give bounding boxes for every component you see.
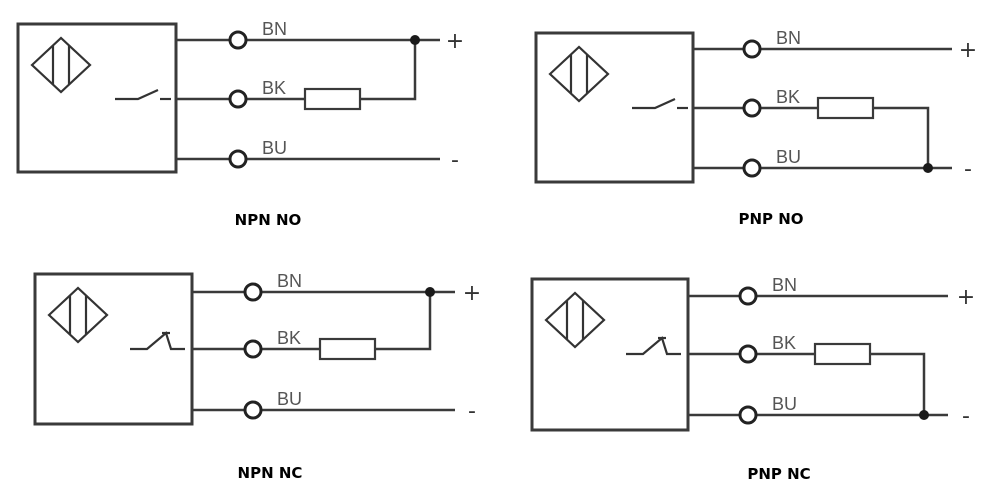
sensor-housing [534, 31, 695, 184]
wire-bu: BU - [688, 394, 970, 429]
wire-label: BK [277, 328, 301, 348]
wire-bn: BN + [693, 28, 977, 63]
wire-segment [375, 292, 432, 351]
polarity-plus: + [446, 29, 464, 54]
wire-bk: BK [176, 40, 417, 111]
sensor-diamond [30, 36, 92, 94]
terminal-icon [243, 282, 263, 302]
terminal-icon [228, 30, 248, 50]
load-resistor-icon [813, 342, 872, 366]
terminal-icon [742, 39, 762, 59]
inductive-sensor-icon [30, 36, 92, 94]
switch-no-icon [115, 88, 171, 101]
polarity-plus: + [957, 285, 975, 310]
wire-bn: BN + [176, 19, 464, 54]
sensor-diamond [548, 45, 610, 103]
wire-bn: BN + [192, 271, 481, 306]
terminal-icon [243, 400, 263, 420]
wire-label: BK [776, 87, 800, 107]
wire-label: BU [776, 147, 801, 167]
wire-label: BU [772, 394, 797, 414]
wire-bu: BU - [176, 138, 459, 173]
polarity-plus: + [463, 281, 481, 306]
wire-label: BU [262, 138, 287, 158]
terminal-icon [738, 344, 758, 364]
junction-dot-icon [410, 35, 420, 45]
polarity-plus: + [959, 38, 977, 63]
terminal-icon [738, 405, 758, 425]
wire-bn: BN + [688, 275, 975, 310]
wire-label: BK [772, 333, 796, 353]
junction-dot-icon [919, 410, 929, 420]
terminal-icon [742, 158, 762, 178]
junction-dot-icon [923, 163, 933, 173]
diagram-pnp-nc: BN + BK BU - [530, 275, 975, 432]
diagram-npn-nc: BN + BK BU - [33, 271, 481, 426]
wire-bu: BU - [192, 389, 476, 424]
wire-label: BU [277, 389, 302, 409]
diagram-pnp-no: BN + BK BU - [534, 28, 977, 184]
wire-bk: BK [688, 333, 926, 415]
junction-dot-icon [425, 287, 435, 297]
wire-label: BN [776, 28, 801, 48]
sensor-housing [530, 277, 690, 432]
sensor-diamond [47, 286, 109, 344]
wire-segment [873, 106, 930, 168]
terminal-icon [243, 339, 263, 359]
terminal-icon [228, 89, 248, 109]
wire-label: BK [262, 78, 286, 98]
switch-nc-icon [626, 336, 681, 356]
sensor-diamond [544, 291, 606, 349]
polarity-minus: - [962, 404, 970, 429]
caption-npn-nc: NPN NC [237, 464, 303, 482]
load-resistor-icon [303, 87, 362, 111]
load-resistor-icon [816, 96, 875, 120]
terminal-icon [738, 286, 758, 306]
wire-segment [360, 40, 417, 101]
sensor-housing [16, 22, 178, 174]
diagram-npn-no: BN + BK BU - [16, 19, 464, 174]
inductive-sensor-icon [47, 286, 109, 344]
polarity-minus: - [964, 157, 972, 182]
caption-pnp-nc: PNP NC [747, 465, 811, 483]
switch-nc-icon [130, 331, 185, 351]
load-resistor-icon [318, 337, 377, 361]
wire-segment [870, 352, 926, 415]
polarity-minus: - [468, 399, 476, 424]
wire-label: BN [277, 271, 302, 291]
caption-npn-no: NPN NO [234, 211, 302, 229]
sensor-housing [33, 272, 194, 426]
inductive-sensor-icon [544, 291, 606, 349]
wire-bk: BK [192, 292, 432, 361]
switch-no-icon [632, 97, 688, 110]
switch-blade [632, 97, 676, 110]
terminal-icon [742, 98, 762, 118]
terminal-icon [228, 149, 248, 169]
wire-bk: BK [693, 87, 930, 168]
wire-label: BN [772, 275, 797, 295]
wire-label: BN [262, 19, 287, 39]
wire-bu: BU - [693, 147, 972, 182]
caption-pnp-no: PNP NO [738, 210, 804, 228]
switch-blade [115, 88, 159, 101]
inductive-sensor-icon [548, 45, 610, 103]
polarity-minus: - [451, 148, 459, 173]
